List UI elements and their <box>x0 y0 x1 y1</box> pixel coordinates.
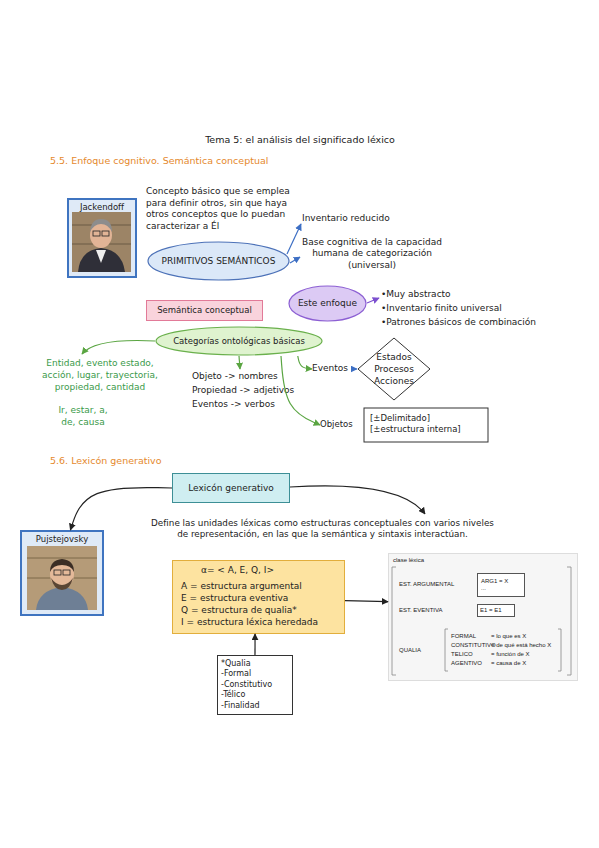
photo-box: Pujstejovsky <box>20 530 104 616</box>
connector-arrow <box>298 356 312 369</box>
node-text: AGENTIVO <box>451 660 482 667</box>
decision-diamond: Eventos Estados Procesos Acciones <box>312 336 434 402</box>
node-text: ... <box>481 585 486 592</box>
diamond-shape <box>358 338 430 400</box>
topic-box: Lexicón generativo <box>172 473 290 503</box>
node-text: Este enfoque <box>298 298 357 309</box>
matrix-cell: ARG1 = X... <box>477 573 525 597</box>
rect-shape <box>364 408 488 442</box>
bullet-item: •Inventario finito universal <box>381 303 591 314</box>
node-text: clase léxica <box>393 557 424 564</box>
page-title: Tema 5: el análisis del significado léxi… <box>170 134 430 146</box>
ellipse-shape <box>148 242 289 280</box>
ellipse-shape <box>289 286 366 321</box>
feature-box: Objetos [±Delimitado] [±estructura intern… <box>320 406 490 444</box>
topic-box: Semántica conceptual <box>146 300 263 321</box>
node-text: ARG1 = X <box>481 578 508 585</box>
node-text: Categorías ontológicas básicas <box>173 336 305 346</box>
leader-arrow <box>287 224 301 254</box>
primitive-list: Ir, estar, a, de, causa <box>50 404 116 428</box>
node-text: E = estructura eventiva <box>181 593 346 604</box>
section-heading: 5.6. Lexicón generativo <box>50 455 350 467</box>
leader-arrow <box>239 356 240 369</box>
matrix-cell: E1 = E1 <box>477 604 515 617</box>
node-text: QUALIA <box>399 647 421 654</box>
node-text: Semántica conceptual <box>157 305 252 315</box>
leader-arrow <box>290 257 300 263</box>
category-list: Entidad, evento estado, acción, lugar, t… <box>30 357 170 393</box>
node-text: -Finalidad <box>221 701 260 712</box>
node-text: FORMAL <box>451 633 476 640</box>
mapping-item: Objeto -> nombres <box>192 371 322 382</box>
leader-arrow <box>82 341 155 354</box>
node-text: α= < A, E, Q, I> <box>201 565 341 576</box>
bullet-item: •Muy abstracto <box>381 289 591 300</box>
leader-arrow <box>352 369 357 370</box>
node-text: I = estructura léxica heredada <box>181 617 346 628</box>
node-text: -Télico <box>221 690 245 701</box>
node-text: = función de X <box>491 651 530 658</box>
lexical-matrix: clase léxicaEST. ARGUMENTAL EST. EVENTIVA… <box>388 553 578 681</box>
node-text: A = estructura argumental <box>181 581 346 592</box>
node-text: *Qualia <box>221 659 251 670</box>
node-text: = lo que es X <box>491 633 526 640</box>
connector-arrow <box>345 600 388 602</box>
annotation-text: Base cognitiva de la capacidad humana de… <box>296 237 448 271</box>
node-text: Pujstejovsky <box>36 534 88 544</box>
node-text: Q = estructura de qualia* <box>181 605 346 616</box>
mapping-item: Eventos -> verbos <box>192 399 322 410</box>
concept-ellipse: Categorías ontológicas básicas <box>155 326 323 356</box>
annotation-text: Inventario reducido <box>302 213 432 224</box>
node-text: Eventos <box>312 363 354 374</box>
node-text: = causa de X <box>491 660 526 667</box>
photo-box: Jackendoff <box>67 198 137 278</box>
section-heading: 5.5. Enfoque cognitivo. Semántica concep… <box>50 155 370 167</box>
node-text: EST. ARGUMENTAL <box>399 581 454 588</box>
definition-note: Concepto básico que se emplea para defin… <box>146 186 298 232</box>
node-text: -Formal <box>221 669 251 680</box>
list-box: *Qualia-Formal-Constitutivo-Télico-Final… <box>217 655 293 715</box>
node-text: Jackendoff <box>80 202 124 212</box>
connector-arrow <box>254 634 255 655</box>
mapping-item: Propiedad -> adjetivos <box>192 385 322 396</box>
node-text: [±Delimitado] [±estructura interna] <box>370 413 486 435</box>
node-text: -Constitutivo <box>221 680 272 691</box>
node-text: PRIMITIVOS SEMÁNTICOS <box>162 256 276 267</box>
node-text: CONSTITUTIVO <box>451 642 496 649</box>
node-text: Lexicón generativo <box>188 483 274 494</box>
definition-note: Define las unidades léxicas como estruct… <box>150 518 495 540</box>
node-text: TELICO <box>451 651 473 658</box>
ellipse-shape <box>156 327 322 355</box>
node-text: = de qué está hecho X <box>491 642 551 649</box>
formula-box: α= < A, E, Q, I> A = estructura argumenta… <box>172 560 345 634</box>
node-text: Objetos <box>320 419 362 429</box>
leader-arrow <box>290 486 425 514</box>
concept-ellipse: PRIMITIVOS SEMÁNTICOS <box>147 241 290 281</box>
node-text: EST. EVENTIVA <box>399 607 443 614</box>
node-text: E1 = E1 <box>480 607 502 614</box>
node-text: Estados Procesos Acciones <box>370 351 418 387</box>
concept-ellipse: Este enfoque <box>288 285 367 322</box>
bullet-item: •Patrones básicos de combinación <box>381 317 591 328</box>
leader-arrow <box>367 298 379 303</box>
